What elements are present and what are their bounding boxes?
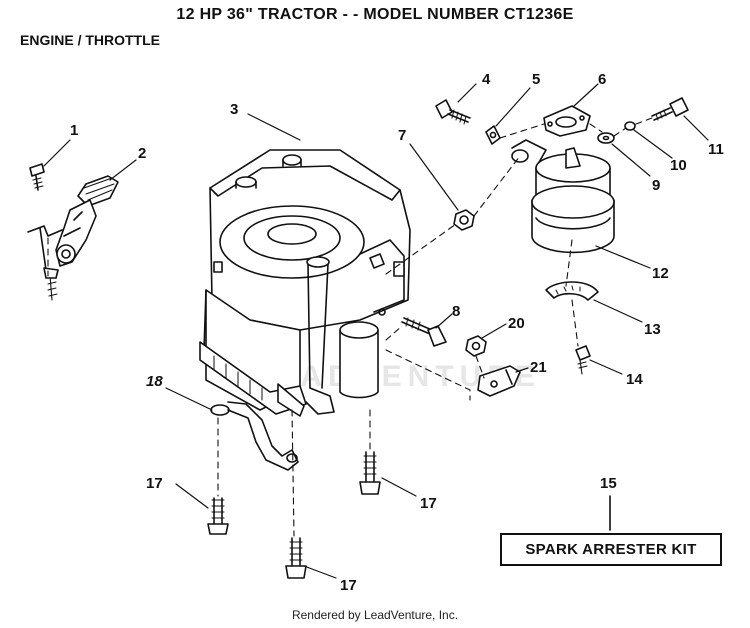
- part-9-washer: [597, 132, 615, 144]
- callout-7: 7: [398, 127, 406, 144]
- part-7-nut: [453, 209, 475, 231]
- part-17-bolt-left: [207, 497, 229, 535]
- callout-21: 21: [530, 359, 547, 376]
- page-title: 12 HP 36" TRACTOR - - MODEL NUMBER CT123…: [176, 6, 574, 23]
- callout-18: 18: [146, 373, 163, 390]
- callout-15: 15: [600, 475, 617, 492]
- part-13-screen: [545, 281, 599, 301]
- part-8-bolt: [401, 317, 447, 347]
- part-17-bolt-center: [359, 451, 381, 495]
- part-6-flange: [543, 105, 591, 137]
- callout-1: 1: [70, 122, 78, 139]
- callout-14: 14: [626, 371, 643, 388]
- alignment-lines: [47, 117, 653, 537]
- part-11-bolt: [651, 97, 689, 121]
- section-subtitle: ENGINE / THROTTLE: [20, 32, 160, 48]
- callout-9: 9: [652, 177, 660, 194]
- part-4-bolt: [435, 99, 471, 125]
- callout-17-left: 17: [146, 475, 163, 492]
- part-21-bracket: [477, 365, 521, 397]
- callout-11: 11: [708, 141, 724, 158]
- callout-4: 4: [482, 71, 491, 88]
- callout-10: 10: [670, 157, 687, 174]
- callout-13: 13: [644, 321, 661, 338]
- part-14-screw: [575, 345, 591, 375]
- callout-20: 20: [508, 315, 525, 332]
- callout-12: 12: [652, 265, 669, 282]
- footer-credit: Rendered by LeadVenture, Inc.: [291, 608, 459, 622]
- spark-arrester-kit-label: SPARK ARRESTER KIT: [500, 533, 722, 566]
- callout-5: 5: [532, 71, 540, 88]
- part-2-throttle-control: [27, 175, 119, 301]
- part-5-gasket: [485, 125, 501, 145]
- callout-8: 8: [452, 303, 460, 320]
- part-3-engine: [199, 149, 411, 417]
- part-12-muffler: [511, 139, 615, 254]
- part-1-screw: [29, 163, 45, 191]
- part-18-bracket: [210, 401, 299, 471]
- part-10-lockwasher: [624, 121, 636, 131]
- callout-17-bottom: 17: [340, 577, 357, 594]
- part-17-bolt-bottom: [285, 537, 307, 579]
- callout-2: 2: [138, 145, 146, 162]
- callout-3: 3: [230, 101, 238, 118]
- callout-17-center: 17: [420, 495, 437, 512]
- callout-6: 6: [598, 71, 606, 88]
- part-20-nut: [465, 335, 487, 357]
